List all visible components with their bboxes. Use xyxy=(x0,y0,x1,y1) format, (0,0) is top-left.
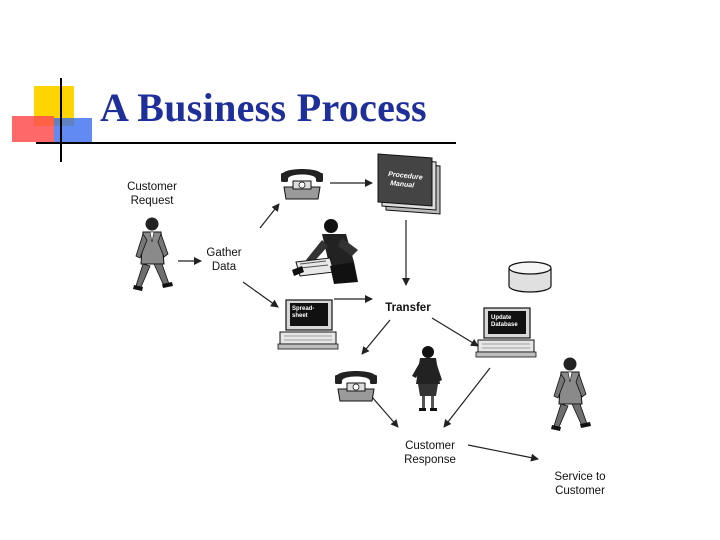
businessman-walking-icon xyxy=(550,357,592,432)
title-decoration-vertical-line xyxy=(60,78,62,162)
arrow-transfer-to-database xyxy=(431,317,479,347)
arrow-response-to-service xyxy=(467,444,539,462)
computer-terminal-icon: Spread- sheet xyxy=(277,299,339,350)
arrow-gather-to-computer xyxy=(242,281,279,308)
title-decoration-red xyxy=(12,116,54,142)
businessman-walking-icon xyxy=(132,217,174,292)
businesswoman-icon xyxy=(412,346,442,411)
label-service-to-customer-line1: Service to xyxy=(554,471,605,483)
process-arrows xyxy=(178,179,539,462)
office-worker-icon xyxy=(292,219,358,284)
label-customer-response-line2: Response xyxy=(404,454,456,466)
arrow-phone-to-response xyxy=(371,396,399,428)
title-underline xyxy=(36,142,456,144)
database-cylinder-icon xyxy=(508,261,552,293)
spreadsheet-screen-line1: Spread- xyxy=(292,306,314,312)
label-customer-response-line1: Customer xyxy=(405,440,455,452)
procedure-manual-icon: Procedure Manual xyxy=(377,153,441,215)
label-gather-data-line2: Data xyxy=(212,261,237,273)
arrow-transfer-to-phone xyxy=(361,319,391,355)
telephone-icon xyxy=(280,168,324,200)
database-screen-line1: Update xyxy=(491,315,512,321)
label-gather-data-line1: Gather xyxy=(206,247,241,259)
database-screen-line2: Database xyxy=(491,322,518,328)
spreadsheet-screen-line2: sheet xyxy=(292,313,308,319)
computer-terminal-icon: Update Database xyxy=(475,307,537,358)
label-transfer: Transfer xyxy=(385,302,431,314)
procedure-manual-line2: Manual xyxy=(390,180,416,190)
label-service-to-customer-line2: Customer xyxy=(555,485,605,497)
page-title: A Business Process xyxy=(100,85,427,130)
label-customer-request-line1: Customer xyxy=(127,181,177,193)
procedure-manual-line1: Procedure xyxy=(388,171,423,182)
telephone-icon xyxy=(334,370,378,402)
arrow-request-to-phone xyxy=(259,203,280,229)
arrow-database-to-response xyxy=(443,367,491,428)
label-customer-request-line2: Request xyxy=(131,195,175,207)
